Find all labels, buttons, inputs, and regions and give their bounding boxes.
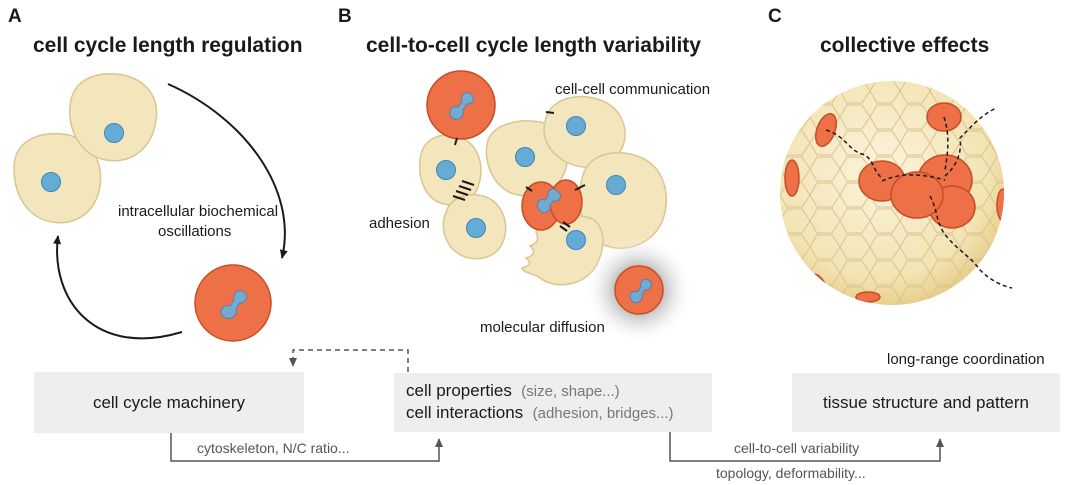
edge-cell-4	[996, 188, 1004, 222]
nucleus-right	[104, 123, 124, 143]
nucleus-b-upper-left	[436, 160, 456, 180]
edge-cell-2	[784, 159, 800, 197]
nucleus-left	[41, 172, 61, 192]
interactions-line: cell interactions (adhesion, bridges...)	[406, 403, 674, 422]
panel-a-illustration: intracellular biochemical oscillations	[13, 73, 288, 342]
panel-c-illustration: long-range coordination	[780, 81, 1045, 368]
oscillations-label-line2: oscillations	[158, 223, 231, 240]
panel-letter-c: C	[768, 6, 782, 27]
properties-box	[394, 373, 712, 432]
nucleus-b-upper-right	[566, 116, 586, 136]
adhesion-bridges	[452, 111, 586, 232]
properties-detail: (size, shape...)	[521, 383, 619, 400]
nucleus-b-right	[606, 175, 626, 195]
panel-title-b: cell-to-cell cycle length variability	[366, 34, 701, 57]
dividing-cell-b-right	[549, 179, 583, 225]
nucleus-b-center	[515, 147, 535, 167]
machinery-box-label: cell cycle machinery	[93, 393, 246, 412]
panel-letter-a: A	[8, 6, 22, 27]
cytoskeleton-label: cytoskeleton, N/C ratio...	[197, 440, 350, 456]
properties-main: cell properties	[406, 381, 512, 400]
chromosomes-b-diffusing	[629, 278, 653, 304]
properties-line: cell properties (size, shape...)	[406, 381, 620, 400]
machinery-to-properties-arrow	[170, 433, 443, 462]
nucleus-b-lower-left	[466, 218, 486, 238]
topology-label: topology, deformability...	[716, 465, 866, 481]
tissue-box	[792, 373, 1060, 432]
interactions-detail: (adhesion, bridges...)	[533, 405, 674, 422]
interphase-cell-right	[69, 73, 158, 162]
properties-to-tissue-arrow	[669, 432, 944, 462]
adhesion-label: adhesion	[369, 215, 430, 232]
variability-label: cell-to-cell variability	[734, 440, 859, 456]
cycle-arrow-top	[167, 83, 288, 259]
nucleus-b-lower-center	[566, 230, 586, 250]
chromosomes-b-top	[449, 92, 475, 120]
cycle-arrow-bottom	[53, 235, 183, 340]
panel-b-illustration: cell-cell communication adhesion molecul…	[369, 70, 710, 344]
feedback-dashed-arrow	[289, 349, 409, 372]
panel-title-a: cell cycle length regulation	[33, 34, 303, 57]
edge-cell-7	[855, 291, 881, 303]
coordination-paths	[825, 107, 1013, 289]
chromosomes-b-dividing	[537, 188, 561, 213]
cell-b-upper-right	[543, 95, 626, 169]
tissue-box-label: tissue structure and pattern	[823, 393, 1029, 412]
edge-cell-3	[984, 94, 1004, 122]
panel-title-c: collective effects	[820, 34, 989, 57]
communication-label: cell-cell communication	[555, 81, 710, 98]
machinery-box	[34, 372, 304, 433]
cluster-cell-4	[890, 171, 944, 219]
flow-arrows: cytoskeleton, N/C ratio... cell-to-cell …	[170, 349, 944, 481]
oscillations-label-line1: intracellular biochemical	[118, 203, 278, 220]
panel-letter-b: B	[338, 6, 352, 27]
chromosomes-a	[220, 290, 248, 319]
bottom-boxes: cell cycle machinery cell properties (si…	[34, 372, 1060, 433]
diffusion-label: molecular diffusion	[480, 319, 605, 336]
long-range-label: long-range coordination	[887, 351, 1045, 368]
interactions-main: cell interactions	[406, 403, 523, 422]
